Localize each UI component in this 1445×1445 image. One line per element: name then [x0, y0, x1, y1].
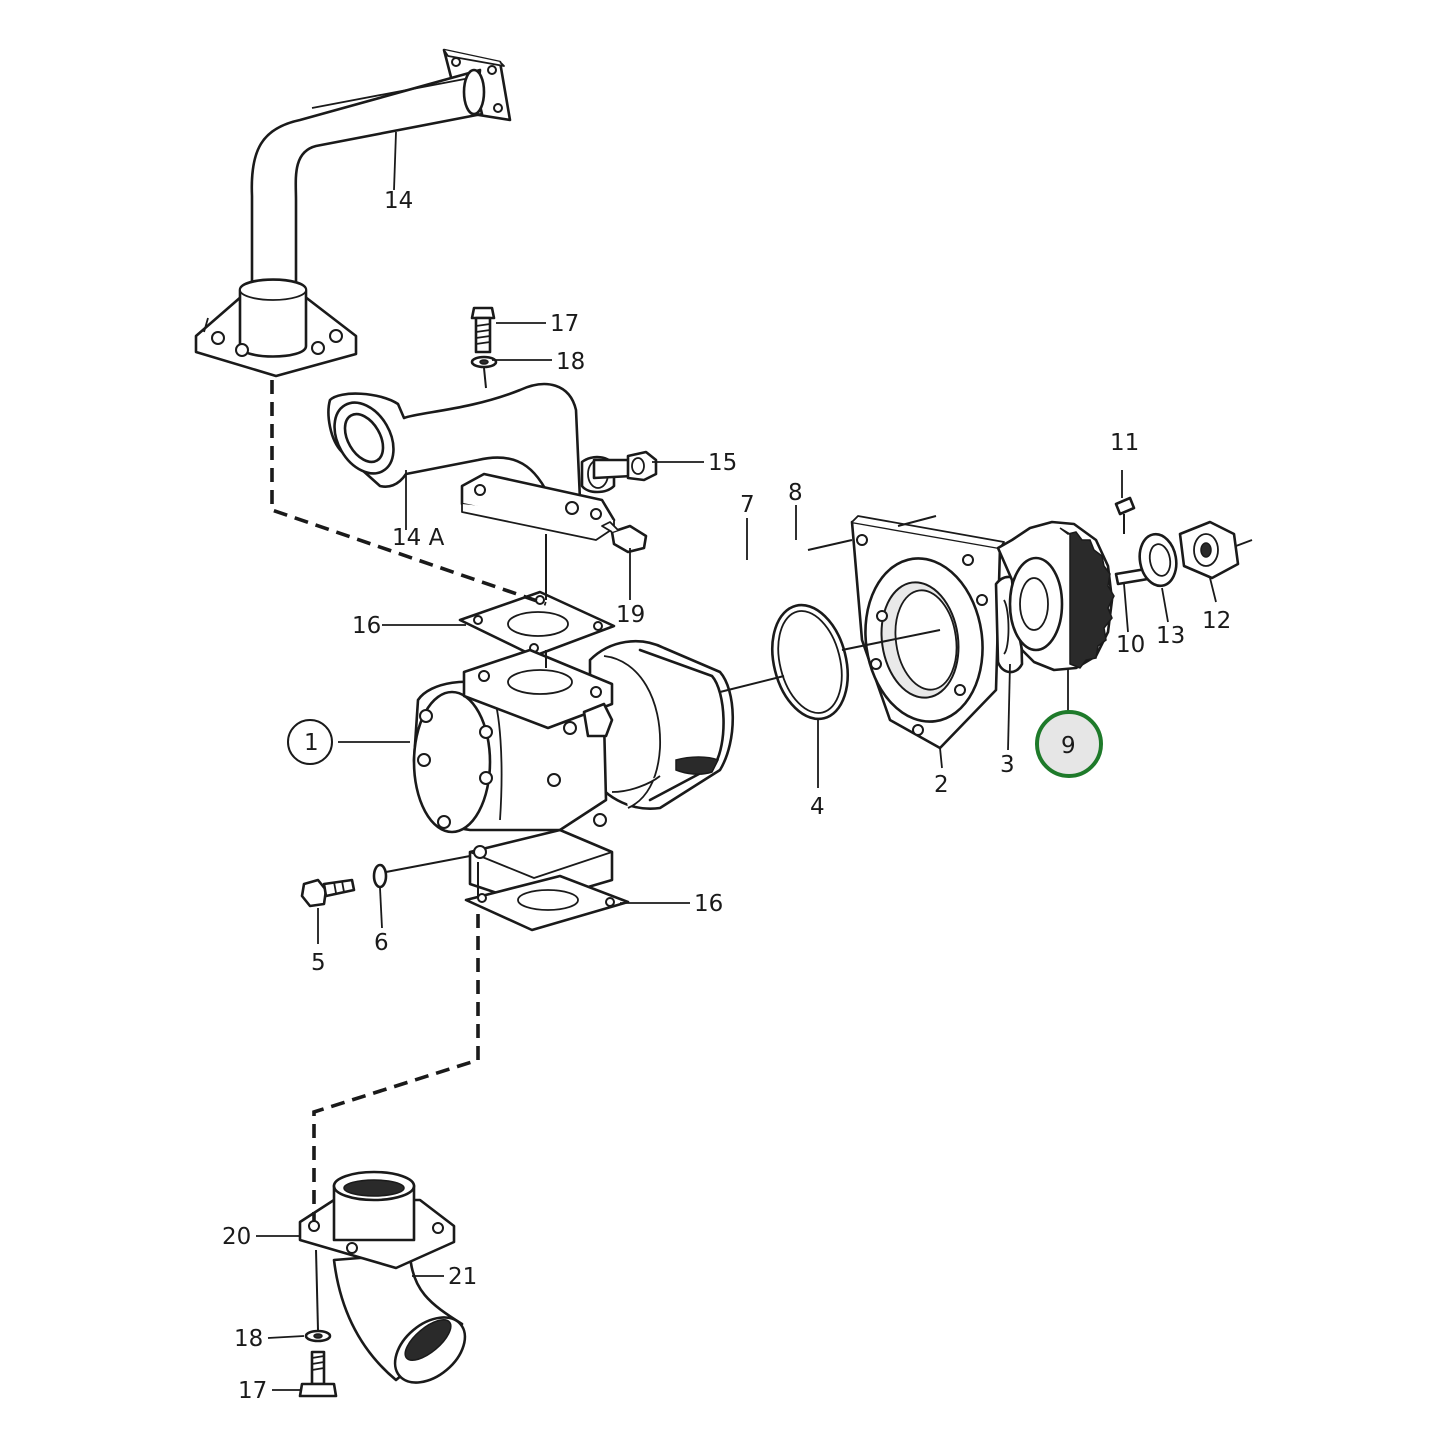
callout-18: 18	[556, 349, 585, 375]
part-15-plug	[592, 450, 658, 482]
callout-17: 17	[550, 311, 579, 337]
callout-2: 2	[934, 772, 949, 798]
callout-8: 8	[788, 480, 803, 506]
callout-14a: 14 A	[392, 525, 445, 551]
callout-1: 1	[304, 730, 319, 756]
callout-6: 6	[374, 930, 389, 956]
callout-16: 16	[352, 613, 381, 639]
part-18-washer-top	[470, 355, 498, 369]
part-21-lower-elbow	[332, 1252, 467, 1384]
callout-9: 9	[1061, 733, 1076, 759]
callout-7: 7	[740, 492, 755, 518]
callout-1-circle	[287, 719, 333, 765]
callout-19: 19	[616, 602, 645, 628]
part-5-bolt	[300, 878, 356, 908]
part-20-lower-flange	[298, 1170, 456, 1270]
callout-10: 10	[1116, 632, 1145, 658]
callout-12: 12	[1202, 608, 1231, 634]
part-13-washer	[1138, 532, 1178, 588]
part-2-mounting-flange	[850, 515, 1005, 750]
callout-21: 21	[448, 1264, 477, 1290]
part-18-washer-bottom	[304, 1329, 332, 1343]
callout-4: 4	[810, 794, 825, 820]
callout-9-highlight-ring[interactable]	[1035, 710, 1103, 778]
callout-labels: 14 17 18 15 14 A 19 16 7 8 11 10 13 12 1…	[222, 188, 1231, 1404]
part-16-lower-gasket	[464, 874, 630, 932]
part-6-washer	[372, 863, 388, 889]
part-1-pump-body	[412, 639, 735, 906]
callout-14: 14	[384, 188, 413, 214]
callout-17: 17	[238, 1378, 267, 1404]
callout-16: 16	[694, 891, 723, 917]
part-16-upper-gasket	[458, 590, 616, 658]
part-14-upper-pipe	[194, 48, 512, 378]
part-4-o-ring	[771, 603, 849, 721]
part-11-key	[1114, 496, 1136, 516]
leader-lines	[256, 131, 1217, 1391]
part-14a-elbow	[327, 382, 616, 541]
callout-15: 15	[708, 450, 737, 476]
callout-3: 3	[1000, 752, 1015, 778]
callout-13: 13	[1156, 623, 1185, 649]
part-12-nut	[1178, 520, 1240, 580]
part-17-bolt-bottom	[298, 1350, 338, 1398]
callout-20: 20	[222, 1224, 251, 1250]
callout-11: 11	[1110, 430, 1139, 456]
assembly-axes	[270, 367, 1253, 1331]
part-17-bolt-top	[470, 306, 496, 354]
part-19-bolt	[601, 521, 648, 554]
part-9-gear	[996, 520, 1115, 672]
callout-18: 18	[234, 1326, 263, 1352]
callout-5: 5	[311, 950, 326, 976]
